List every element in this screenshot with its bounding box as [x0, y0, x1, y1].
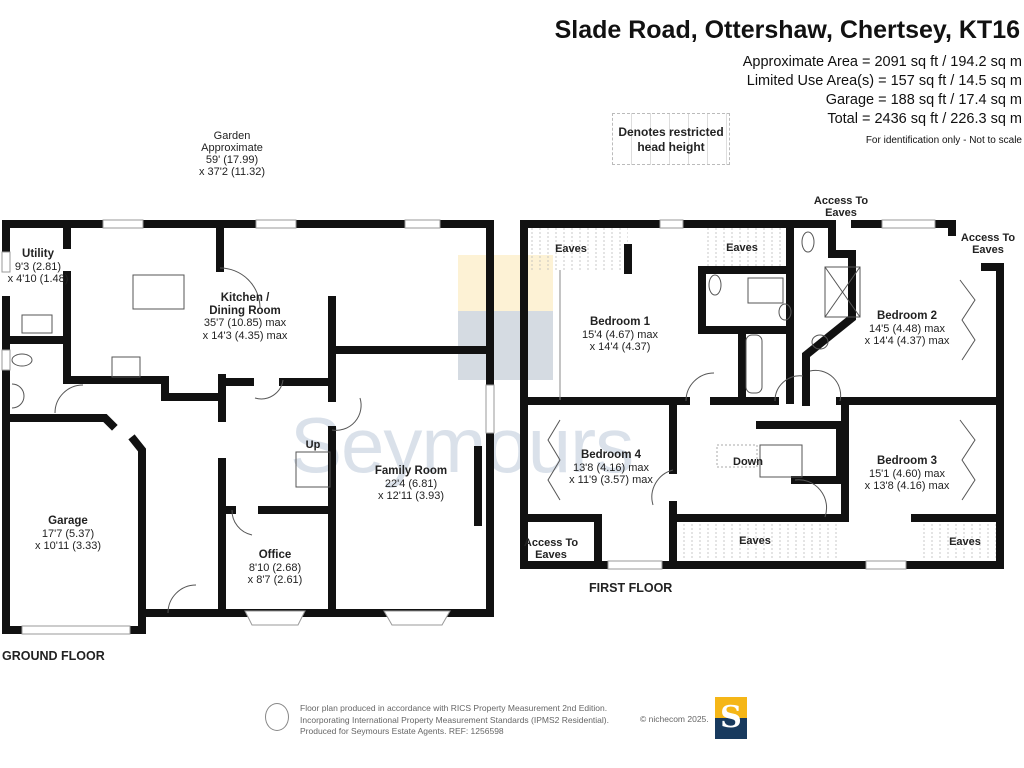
stairs-down-label: Down: [733, 456, 763, 468]
limited-use-area: Limited Use Area(s) = 157 sq ft / 14.5 s…: [746, 73, 1022, 89]
eaves-label: Eaves: [739, 535, 771, 547]
area-summary: Approximate Area = 2091 sq ft / 194.2 sq…: [743, 53, 1022, 150]
garden-line-3: x 37'2 (11.32): [198, 166, 266, 178]
legend-line-1: Denotes restricted: [618, 125, 724, 139]
watermark-text: Seymours: [290, 401, 634, 489]
garden-line-2: 59' (17.99): [205, 154, 259, 166]
total-area: Total = 2436 sq ft / 226.3 sq m: [827, 111, 1022, 127]
stairs-up-label: Up: [305, 439, 321, 451]
person-icon: [265, 703, 289, 731]
ground-floor-fixtures: [11, 267, 362, 614]
legend-line-2: head height: [637, 140, 705, 154]
garage-area: Garage = 188 sq ft / 17.4 sq m: [825, 92, 1022, 108]
property-address-title: Slade Road, Ottershaw, Chertsey, KT16: [554, 16, 1020, 44]
footer-disclaimer: Floor plan produced in accordance with R…: [300, 703, 609, 736]
eaves-label: Eaves: [949, 536, 981, 548]
scale-note: For identification only - Not to scale: [865, 135, 1022, 146]
ground-floor-label: GROUND FLOOR: [2, 649, 105, 663]
garden-label: Garden Approximate 59' (17.99) x 37'2 (1…: [199, 130, 265, 178]
seymours-logo: S: [715, 697, 747, 739]
eaves-label: Eaves: [555, 243, 587, 255]
ground-floor-windows: [1, 219, 495, 635]
restricted-height-legend: Denotes restricted head height: [612, 113, 730, 165]
hatched-eaves-areas: [528, 228, 1000, 558]
ground-floor-walls: [2, 220, 494, 634]
first-floor-label: FIRST FLOOR: [589, 581, 673, 595]
copyright: © nichecom 2025.: [640, 714, 709, 724]
garden-name: Garden: [213, 130, 251, 142]
first-floor-walls: [520, 220, 1004, 569]
eaves-label: Eaves: [726, 242, 758, 254]
first-floor-fixtures: [547, 231, 976, 518]
approximate-area: Approximate Area = 2091 sq ft / 194.2 sq…: [742, 54, 1022, 70]
garden-line-1: Approximate: [201, 142, 263, 154]
first-floor-windows: [607, 219, 936, 570]
